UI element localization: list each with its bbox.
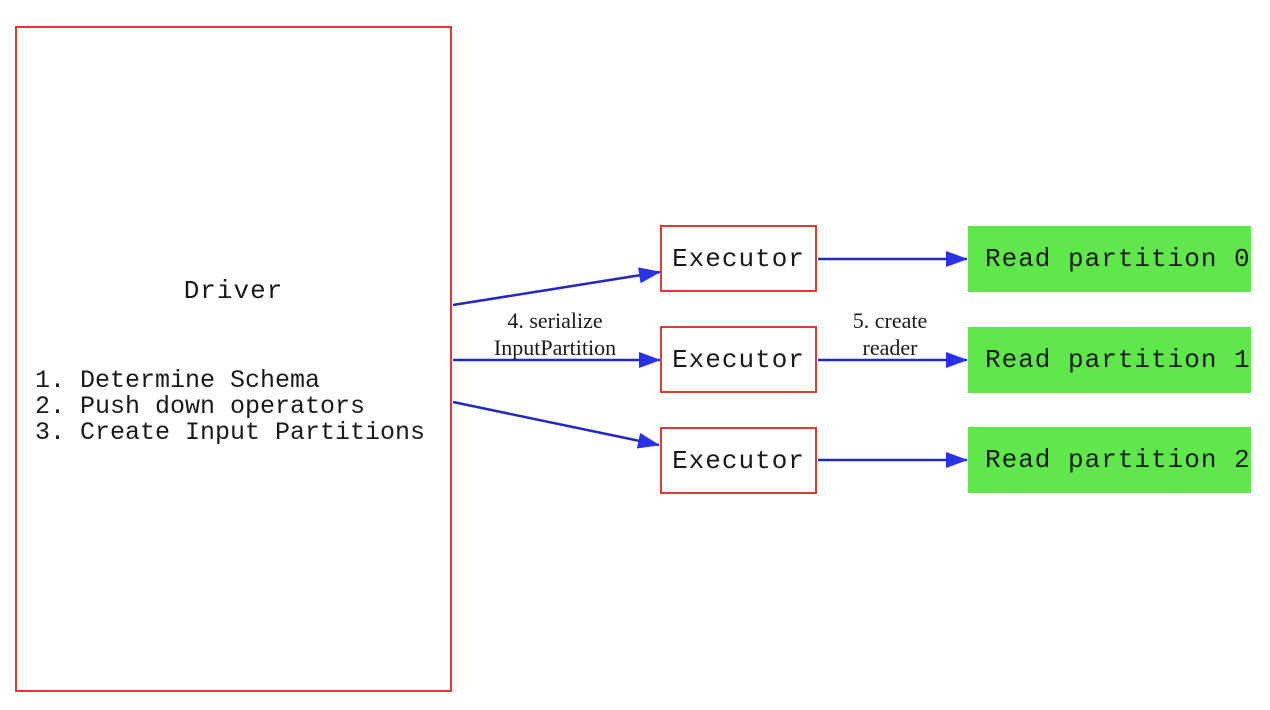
driver-step-3: 3. Create Input Partitions <box>35 418 426 447</box>
read-partition-0-label: Read partition 0 <box>985 244 1251 274</box>
executor-box-2: Executor <box>660 326 817 393</box>
driver-step-2: 2. Push down operators <box>35 392 366 421</box>
executor-box-3: Executor <box>660 427 817 494</box>
arrow-driver-to-executor-3 <box>452 400 660 449</box>
read-partition-1-label: Read partition 1 <box>985 345 1251 375</box>
edge-label-serialize-inputpartition: 4. serialize InputPartition <box>493 308 617 360</box>
driver-step-1: 1. Determine Schema <box>35 366 321 395</box>
executor-label-1: Executor <box>672 243 805 274</box>
executor-box-1: Executor <box>660 225 817 292</box>
executor-label-3: Executor <box>672 445 805 476</box>
read-partition-2-label: Read partition 2 <box>985 445 1251 475</box>
arrow-driver-to-executor-1 <box>452 267 661 307</box>
read-partition-0-box: Read partition 0 <box>968 226 1251 292</box>
read-partition-1-box: Read partition 1 <box>968 327 1251 393</box>
driver-box: Driver 1. Determine Schema 2. Push down … <box>15 26 452 692</box>
driver-title: Driver <box>183 276 284 306</box>
executor-label-2: Executor <box>672 344 805 375</box>
driver-steps: 1. Determine Schema 2. Push down operato… <box>35 368 425 446</box>
read-partition-2-box: Read partition 2 <box>968 427 1251 493</box>
edge-label-create-reader: 5. create reader <box>852 308 928 360</box>
